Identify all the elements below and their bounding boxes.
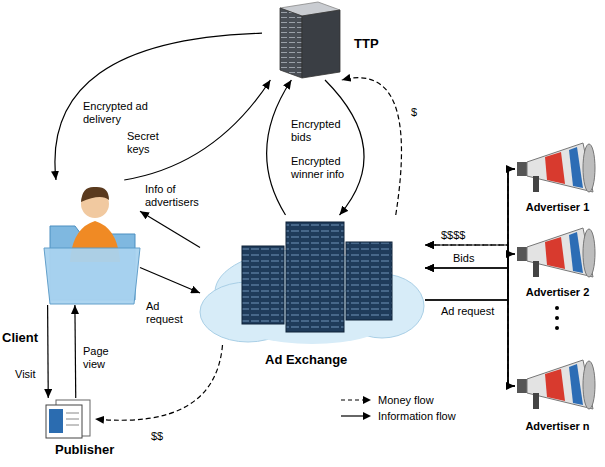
megaphone-icon: [517, 228, 595, 277]
edge-label: Visit: [14, 368, 46, 381]
legend-sample: [340, 411, 372, 421]
ellipsis-dots: [555, 316, 559, 320]
node-label: Advertiser 1: [526, 201, 590, 214]
info-flow-arrow: [74, 305, 76, 398]
info-flow-arrow: [55, 33, 262, 180]
info-flow-arrow: [140, 211, 200, 247]
publisher-icon: [66, 425, 79, 426]
edge-label: Ad request: [440, 305, 502, 318]
info-flow-arrow: [140, 268, 200, 294]
info-flow-arrow: [425, 300, 515, 386]
edge-label: $: [410, 106, 432, 119]
edge-label: Ad request: [145, 300, 197, 326]
node-label: Advertiser 2: [526, 286, 590, 299]
megaphone-icon: [517, 143, 595, 409]
edge-label: Page view: [82, 345, 120, 371]
bracket: [508, 169, 515, 386]
icon-node: Client: [35, 180, 140, 305]
megaphone-icon: [517, 143, 595, 192]
edge-label: Encrypted bids: [290, 118, 352, 144]
publisher-icon: [46, 400, 90, 438]
legend-text: Money flow: [378, 393, 434, 408]
ellipsis-dots: [555, 306, 559, 310]
node-label: Advertiser n: [525, 420, 589, 433]
info-flow-arrow: [325, 80, 364, 215]
legend-text: Information flow: [378, 409, 456, 424]
info-flow-arrow: [267, 80, 292, 215]
server-icon: [302, 10, 340, 78]
money-flow-arrow: [342, 78, 402, 215]
ellipsis-dots: [555, 326, 559, 330]
legend-row: Information flow: [340, 408, 456, 424]
icon-node: Advertiser 2: [515, 225, 600, 283]
legend-line: [341, 415, 364, 416]
ellipsis-dots: [555, 306, 559, 330]
legend-sample: [340, 395, 372, 405]
info-flow-arrow: [425, 268, 515, 386]
ad-exchange-icon: [242, 246, 284, 324]
icon-node: TTP: [262, 2, 346, 80]
legend-arrowhead: [363, 396, 371, 404]
node-label: Client: [2, 330, 38, 345]
icon-node: Publisher: [40, 398, 95, 440]
ad-exchange-icon: [346, 242, 392, 320]
client-icon: [81, 187, 109, 202]
icon-node: Advertiser n: [515, 355, 600, 417]
edge-label: $$$$: [440, 229, 482, 242]
edge-label: Secret keys: [126, 130, 170, 156]
legend-arrowhead: [363, 412, 371, 420]
info-flow-arrow: [425, 169, 515, 300]
client-icon: [44, 248, 140, 304]
info-flow-arrow: [47, 305, 49, 398]
edge-label: Bids: [452, 252, 494, 265]
node-label: Publisher: [55, 442, 114, 457]
info-flow-arrow: [124, 80, 270, 180]
publisher-icon: [46, 405, 82, 438]
money-flow-arrow: [425, 245, 515, 386]
legend-row: Money flow: [340, 392, 456, 408]
ad-exchange-icon: [200, 222, 424, 344]
money-flow-arrow: [425, 169, 515, 245]
node-label: TTP: [354, 36, 379, 51]
legend: Money flowInformation flow: [340, 392, 456, 424]
server-icon: [280, 8, 302, 78]
info-flow-arrow: [425, 169, 515, 268]
megaphone-icon: [517, 360, 595, 409]
edge-label: Encrypted winner info: [290, 155, 354, 181]
publisher-icon: [66, 413, 79, 414]
publisher-icon: [66, 419, 79, 420]
icon-node: Ad Exchange: [200, 215, 425, 345]
icon-node: Advertiser 1: [515, 140, 600, 198]
edge-label: Encrypted ad delivery: [82, 100, 154, 126]
edge-label: Info of advertisers: [144, 183, 202, 209]
legend-line: [341, 399, 364, 400]
edge-label: $$: [150, 430, 182, 443]
client-icon: [44, 187, 140, 304]
node-label: Ad Exchange: [265, 352, 347, 367]
publisher-icon: [49, 409, 63, 433]
ad-exchange-icon: [286, 222, 344, 332]
server-icon: [280, 2, 340, 78]
